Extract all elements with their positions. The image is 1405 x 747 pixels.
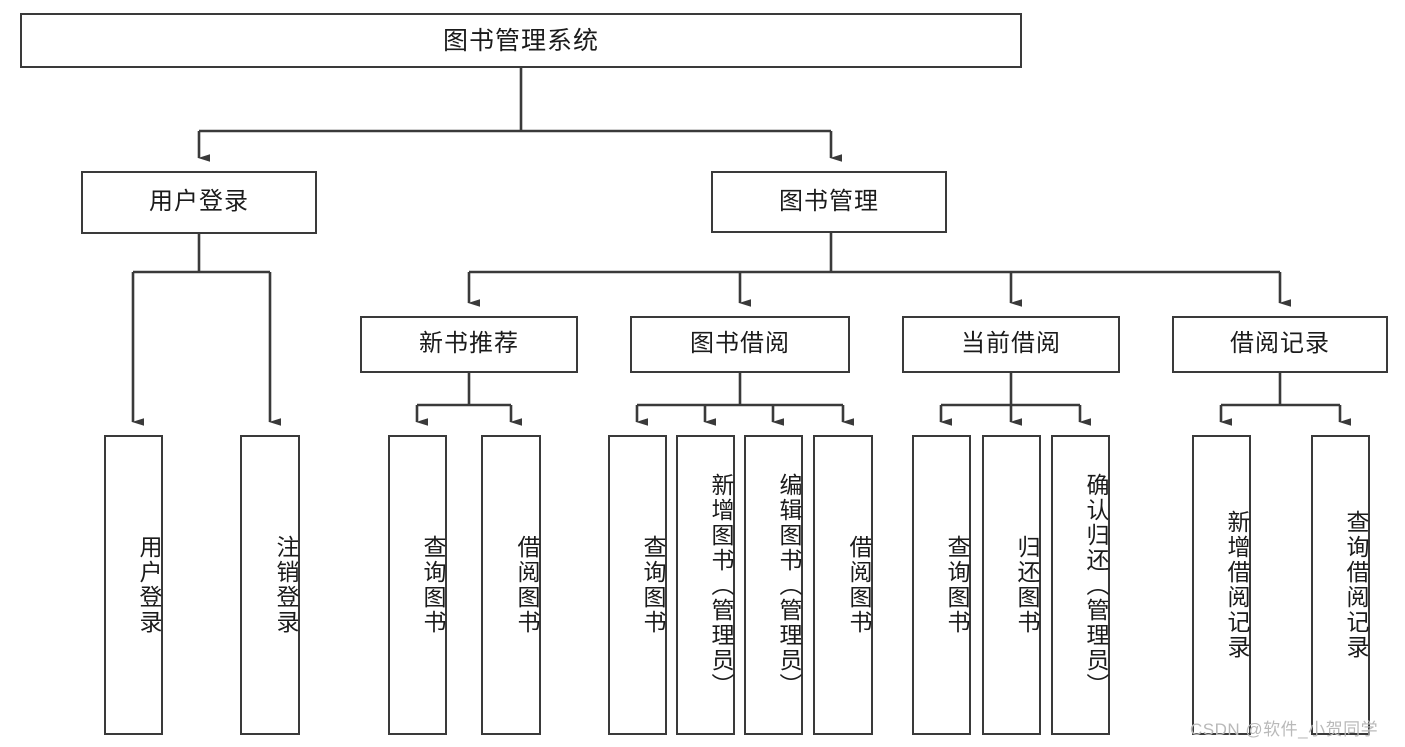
node-leaf-query-record-label: 查询借阅记录 (1343, 510, 1369, 660)
node-leaf-add-book[interactable]: 新增图书（管理员） (676, 435, 735, 735)
node-leaf-query-record[interactable]: 查询借阅记录 (1311, 435, 1370, 735)
node-leaf-add-book-label: 新增图书（管理员） (708, 472, 734, 698)
node-current-borrow-label: 当前借阅 (961, 330, 1061, 358)
node-new-book-recommend-label: 新书推荐 (419, 330, 519, 358)
node-root-label: 图书管理系统 (442, 26, 599, 55)
node-current-borrow[interactable]: 当前借阅 (902, 316, 1120, 373)
node-leaf-add-record-label: 新增借阅记录 (1224, 510, 1250, 660)
node-leaf-query-book-3[interactable]: 查询图书 (912, 435, 971, 735)
node-leaf-query-book-2[interactable]: 查询图书 (608, 435, 667, 735)
node-leaf-confirm-return[interactable]: 确认归还（管理员） (1051, 435, 1110, 735)
node-root[interactable]: 图书管理系统 (20, 13, 1022, 68)
node-borrow-record[interactable]: 借阅记录 (1172, 316, 1388, 373)
node-book-manage[interactable]: 图书管理 (711, 171, 947, 233)
node-leaf-user-login-label: 用户登录 (136, 535, 162, 635)
node-leaf-query-book-1-label: 查询图书 (420, 535, 446, 635)
node-leaf-query-book-3-label: 查询图书 (944, 535, 970, 635)
node-leaf-return-book[interactable]: 归还图书 (982, 435, 1041, 735)
node-new-book-recommend[interactable]: 新书推荐 (360, 316, 578, 373)
node-user-login[interactable]: 用户登录 (81, 171, 317, 234)
node-leaf-confirm-return-label: 确认归还（管理员） (1083, 472, 1109, 698)
node-leaf-borrow-book-1-label: 借阅图书 (514, 535, 540, 635)
node-leaf-user-login[interactable]: 用户登录 (104, 435, 163, 735)
node-leaf-query-book-1[interactable]: 查询图书 (388, 435, 447, 735)
node-leaf-logout-label: 注销登录 (273, 535, 299, 635)
node-leaf-borrow-book-1[interactable]: 借阅图书 (481, 435, 541, 735)
node-book-manage-label: 图书管理 (779, 187, 879, 215)
node-leaf-edit-book-label: 编辑图书（管理员） (776, 472, 802, 698)
node-leaf-borrow-book-2[interactable]: 借阅图书 (813, 435, 873, 735)
node-borrow-record-label: 借阅记录 (1230, 330, 1330, 358)
node-leaf-borrow-book-2-label: 借阅图书 (846, 535, 872, 635)
node-leaf-add-record[interactable]: 新增借阅记录 (1192, 435, 1251, 735)
node-leaf-logout[interactable]: 注销登录 (240, 435, 300, 735)
node-leaf-return-book-label: 归还图书 (1014, 535, 1040, 635)
node-book-borrow-label: 图书借阅 (690, 330, 790, 358)
node-leaf-query-book-2-label: 查询图书 (640, 535, 666, 635)
node-user-login-label: 用户登录 (149, 188, 249, 216)
node-book-borrow[interactable]: 图书借阅 (630, 316, 850, 373)
node-leaf-edit-book[interactable]: 编辑图书（管理员） (744, 435, 803, 735)
